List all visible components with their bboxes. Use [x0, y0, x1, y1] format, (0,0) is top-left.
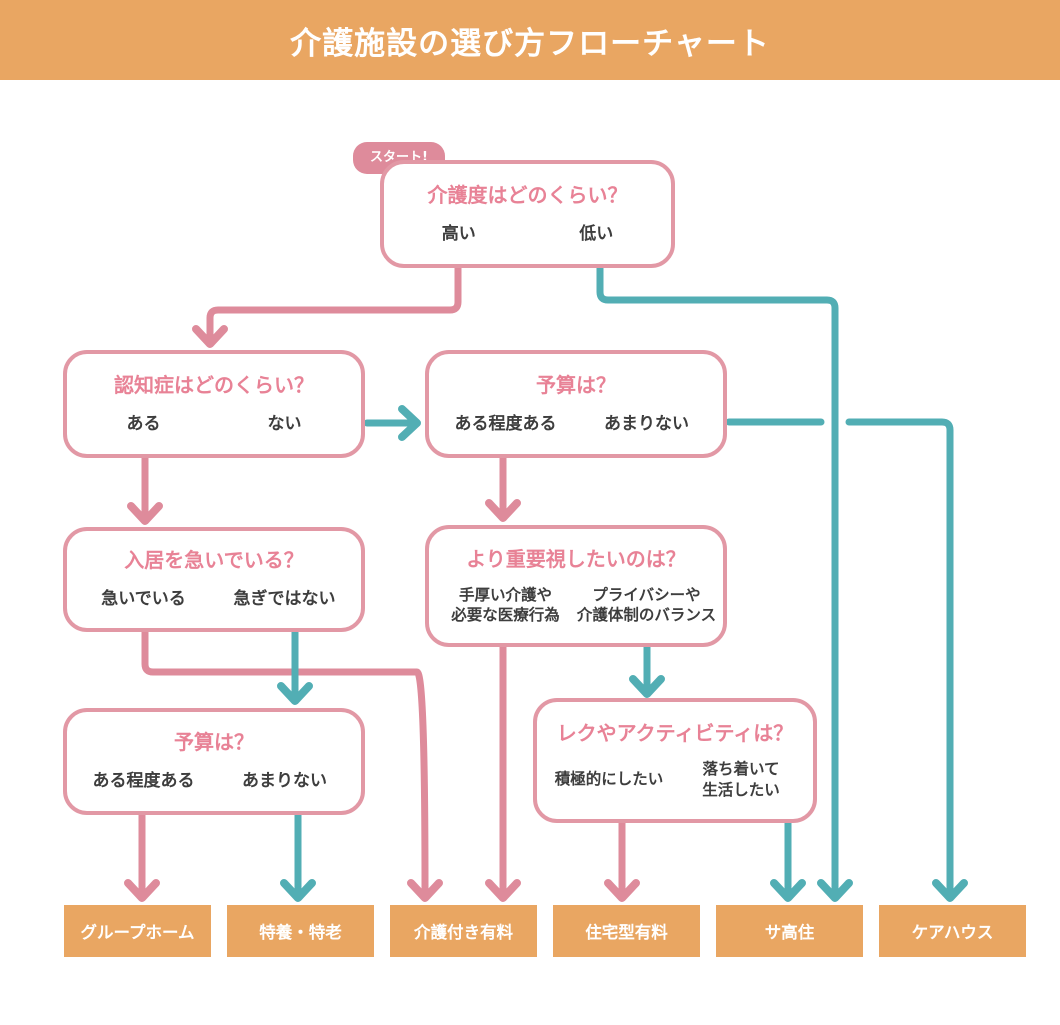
- connector-dementia-no: [363, 405, 421, 441]
- result-care-house: ケアハウス: [879, 905, 1026, 957]
- node-priority: より重要視したいのは？ 手厚い介護や 必要な医療行為 プライバシーや 介護体制の…: [425, 525, 727, 647]
- result-tokuyo-tokuro: 特養・特老: [227, 905, 374, 957]
- connector-urgency-urgent: [141, 626, 443, 902]
- result-kaigo-tsuki-yuryo: 介護付き有料: [390, 905, 537, 957]
- node-budget-2-title: 予算は？: [174, 730, 254, 755]
- connector-activity-calm: [770, 817, 806, 902]
- connector-budget2-little: [280, 809, 316, 902]
- node-priority-title: より重要視したいのは？: [466, 546, 686, 571]
- option-budget2-some: ある程度ある: [92, 771, 195, 792]
- option-dementia-no: ない: [267, 413, 302, 434]
- result-group-home: グループホーム: [64, 905, 211, 957]
- option-care-low: 低い: [579, 223, 614, 244]
- option-budget1-little: あまりない: [604, 413, 689, 434]
- option-priority-care: 手厚い介護や 必要な医療行為: [451, 585, 560, 624]
- option-urgency-urgent: 急いでいる: [101, 589, 186, 610]
- node-budget-2: 予算は？ ある程度ある あまりない: [63, 708, 365, 815]
- connector-care-low: [596, 262, 853, 902]
- connector-budget1-little: [725, 418, 968, 902]
- connector-priority-care: [485, 641, 521, 902]
- option-urgency-not-urgent: 急ぎではない: [233, 589, 336, 610]
- option-dementia-yes: ある: [126, 413, 161, 434]
- node-care-level-title: 介護度はどのくらい？: [427, 182, 628, 207]
- option-priority-privacy: プライバシーや 介護体制のバランス: [576, 585, 717, 624]
- connector-activity-active: [604, 817, 640, 902]
- connector-dementia-yes: [127, 452, 163, 525]
- node-activity-title: レクやアクティビティは？: [556, 721, 794, 746]
- node-urgency: 入居を急いでいる？ 急いでいる 急ぎではない: [63, 527, 365, 632]
- page-title: 介護施設の選び方フローチャート: [290, 25, 770, 62]
- connector-care-high: [192, 262, 462, 348]
- connector-priority-privacy: [629, 641, 665, 698]
- node-activity: レクやアクティビティは？ 積極的にしたい 落ち着いて 生活したい: [533, 698, 817, 823]
- connector-budget2-some: [124, 809, 160, 902]
- option-budget1-some: ある程度ある: [454, 413, 557, 434]
- option-activity-active: 積極的にしたい: [554, 770, 664, 789]
- result-sakoju: サ高住: [716, 905, 863, 957]
- connector-budget1-some: [485, 452, 521, 522]
- option-budget2-little: あまりない: [242, 771, 327, 792]
- option-care-high: 高い: [441, 223, 476, 244]
- result-jutakugata-yuryo: 住宅型有料: [553, 905, 700, 957]
- node-dementia-title: 認知症はどのくらい？: [114, 372, 314, 397]
- node-dementia: 認知症はどのくらい？ ある ない: [63, 350, 365, 458]
- node-budget-1: 予算は？ ある程度ある あまりない: [425, 350, 727, 458]
- node-urgency-title: 入居を急いでいる？: [124, 548, 304, 573]
- node-care-level: 介護度はどのくらい？ 高い 低い: [380, 160, 675, 268]
- node-budget-1-title: 予算は？: [536, 372, 616, 397]
- option-activity-calm: 落ち着いて 生活したい: [702, 760, 780, 799]
- page-header: 介護施設の選び方フローチャート: [0, 0, 1060, 80]
- connector-urgency-not-urgent: [277, 626, 313, 705]
